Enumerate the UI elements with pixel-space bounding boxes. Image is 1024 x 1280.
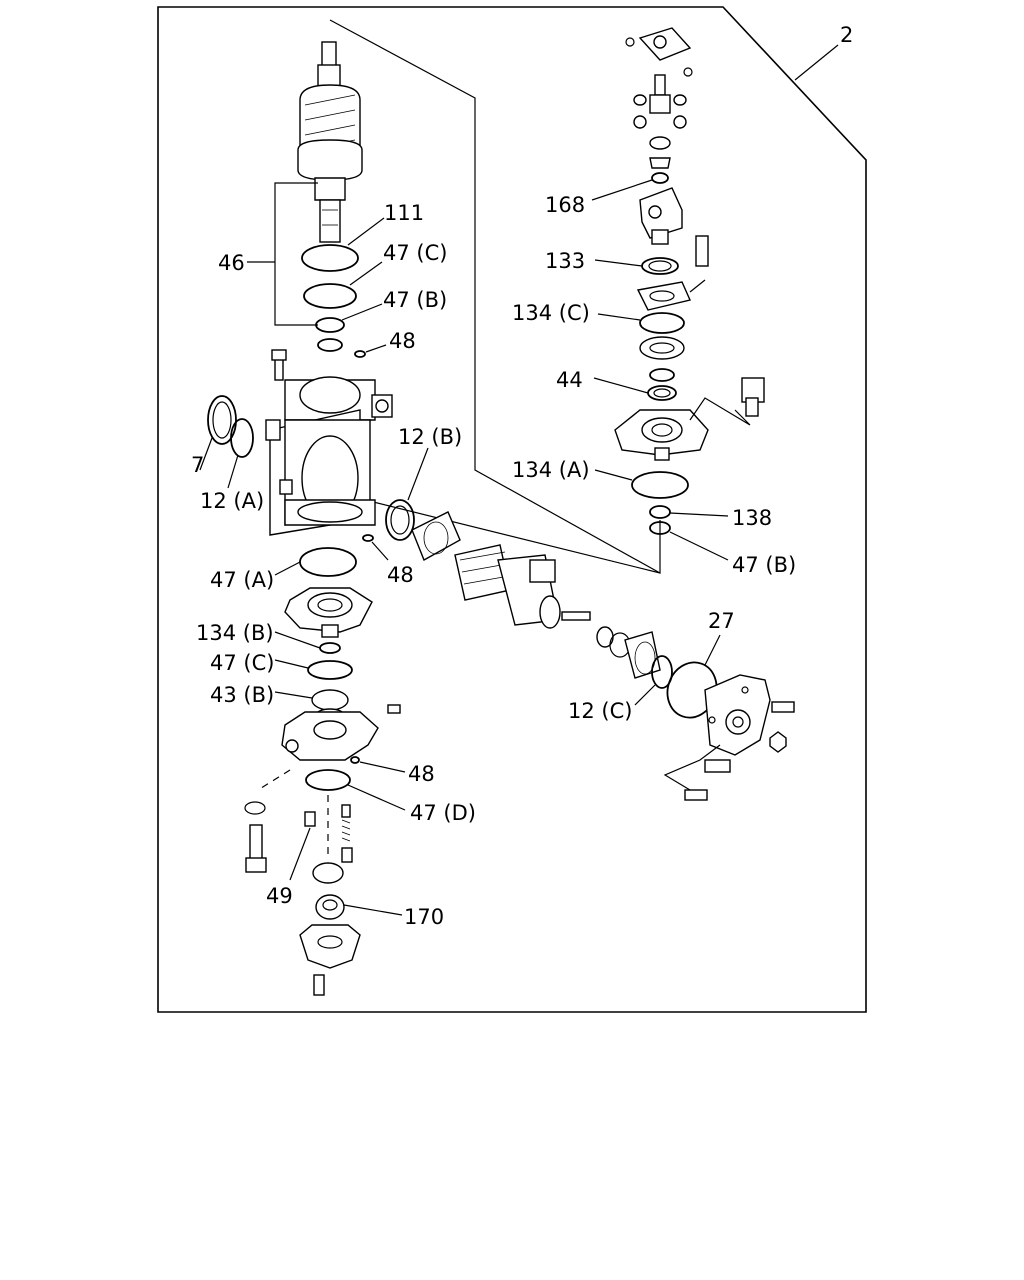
label-48-mid: 48 bbox=[387, 563, 414, 587]
o-ring-47a bbox=[299, 547, 357, 577]
seal-44 bbox=[647, 385, 677, 401]
gear-housing bbox=[265, 349, 393, 536]
seal-12c bbox=[651, 655, 673, 689]
label-48-low: 48 bbox=[408, 762, 435, 786]
label-168: 168 bbox=[545, 193, 585, 217]
bolt-top-right bbox=[695, 235, 709, 267]
label-48-top: 48 bbox=[389, 329, 416, 353]
label-47a: 47 (A) bbox=[210, 568, 274, 592]
label-46: 46 bbox=[218, 251, 245, 275]
o-ring-48-low bbox=[350, 756, 360, 764]
lock-nut-170 bbox=[315, 894, 345, 920]
label-133: 133 bbox=[545, 249, 585, 273]
o-ring-47b-right bbox=[649, 521, 671, 535]
o-ring-168 bbox=[651, 172, 669, 184]
o-ring-134b bbox=[319, 642, 341, 654]
o-ring-47c-top bbox=[303, 283, 357, 309]
o-ring-134c bbox=[639, 312, 685, 334]
assembly-guide-line bbox=[344, 494, 661, 574]
bracket-46 bbox=[274, 182, 318, 326]
seal-ring-111 bbox=[301, 244, 359, 272]
seal-12a bbox=[230, 418, 254, 458]
o-ring-48-mid bbox=[362, 534, 374, 542]
label-47b-top: 47 (B) bbox=[383, 288, 447, 312]
o-ring-134a bbox=[631, 471, 689, 499]
ring-under-47b bbox=[317, 338, 343, 352]
seal-7 bbox=[207, 395, 237, 445]
o-ring-138 bbox=[649, 505, 671, 519]
o-ring-47d bbox=[305, 769, 351, 791]
label-47c-top: 47 (C) bbox=[383, 241, 447, 265]
label-7: 7 bbox=[191, 453, 204, 477]
label-134a: 134 (A) bbox=[512, 458, 590, 482]
yoke bbox=[639, 187, 683, 245]
bearing bbox=[639, 336, 685, 360]
bottom-cap bbox=[299, 924, 361, 996]
o-ring-48-top bbox=[354, 350, 366, 358]
lower-flange bbox=[284, 587, 373, 638]
label-2: 2 bbox=[840, 23, 853, 47]
lower-components bbox=[244, 769, 353, 884]
upper-cover-housing bbox=[614, 377, 765, 461]
label-43b: 43 (B) bbox=[210, 683, 274, 707]
o-ring-47c-low bbox=[307, 660, 353, 680]
label-12c: 12 (C) bbox=[568, 699, 632, 723]
diagram-frame bbox=[157, 6, 867, 1013]
label-47c-low: 47 (C) bbox=[210, 651, 274, 675]
coupling-assembly bbox=[625, 27, 693, 169]
label-138: 138 bbox=[732, 506, 772, 530]
label-49: 49 bbox=[266, 884, 293, 908]
label-44: 44 bbox=[556, 368, 583, 392]
side-cover bbox=[663, 674, 795, 801]
seal-12b bbox=[385, 499, 415, 541]
seal-7-inner bbox=[212, 401, 232, 439]
label-111: 111 bbox=[384, 201, 424, 225]
sector-shaft-assembly bbox=[411, 511, 661, 679]
label-170: 170 bbox=[404, 905, 444, 929]
label-134c: 134 (C) bbox=[512, 301, 590, 325]
assembly-bracket-line bbox=[329, 19, 661, 575]
snap-ring bbox=[649, 368, 675, 382]
label-12b: 12 (B) bbox=[398, 425, 462, 449]
label-47b-right: 47 (B) bbox=[732, 553, 796, 577]
label-134b: 134 (B) bbox=[196, 621, 274, 645]
label-27: 27 bbox=[708, 609, 735, 633]
valve-body bbox=[281, 704, 401, 761]
cover-plate bbox=[636, 279, 706, 311]
worm-shaft-assembly bbox=[297, 41, 363, 243]
label-12a: 12 (A) bbox=[200, 489, 264, 513]
label-47d: 47 (D) bbox=[410, 801, 476, 825]
o-ring-47b-top bbox=[315, 317, 345, 333]
